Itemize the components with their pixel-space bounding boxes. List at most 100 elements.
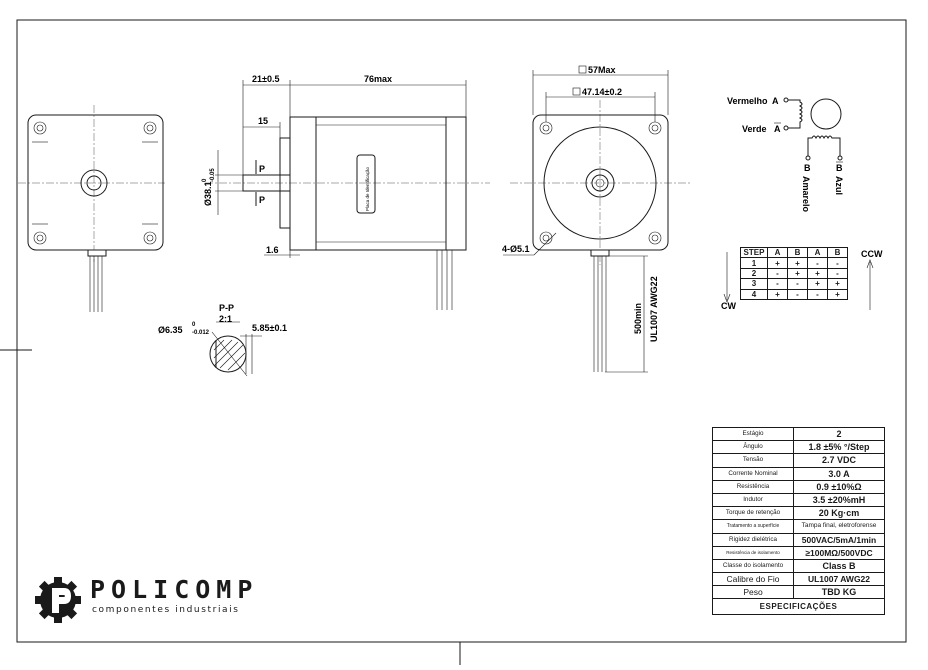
spec-value: 3.0 A [793, 466, 885, 481]
front-view [503, 70, 690, 373]
wire-a-bar: A [774, 124, 781, 134]
spec-value: ≥100MΩ/500VDC [793, 545, 885, 560]
spec-key: Rigidez dielétrica [712, 532, 794, 547]
step-header-cell: A [807, 246, 828, 259]
spec-value: 20 Kg·cm [793, 506, 885, 521]
step-table-header: STEP A B A B [740, 246, 848, 259]
step-sequence-table: STEP A B A B 1 + + - - 2 - + + - 3 - - +… [740, 246, 848, 300]
step-cell: - [827, 267, 848, 280]
spec-key: Resistência [712, 479, 794, 494]
logo-tagline: componentes industriais [92, 605, 240, 615]
dim-section-flat: 5.85±0.1 [252, 323, 287, 333]
step-cell: 3 [740, 278, 768, 290]
spec-value: Class B [793, 558, 885, 574]
step-cell: + [767, 257, 788, 269]
step-header-cell: B [827, 246, 848, 259]
cw-label: CW [721, 301, 736, 311]
step-cell: + [787, 257, 808, 269]
spec-key: Calibre do Fio [712, 572, 794, 587]
direction-arrows [723, 252, 874, 310]
step-cell: + [787, 267, 808, 280]
ccw-label: CCW [861, 249, 883, 259]
wire-b: B [804, 163, 811, 173]
spec-key: Estágio [712, 426, 794, 442]
policomp-logo-icon [35, 577, 81, 623]
dim-shaft-tol-top: 0 [202, 178, 208, 182]
wire-b-bar: B [836, 163, 843, 173]
dim-shaft-diameter-group: Ø38.1 0 -0.05 [202, 168, 216, 206]
dim-section-tol-bottom: -0.012 [192, 330, 210, 336]
table-row: 1 + + - - [740, 257, 848, 269]
step-cell: - [767, 267, 788, 280]
dim-lead-spec: UL1007 AWG22 [649, 276, 659, 342]
wire-a: A [772, 96, 779, 106]
step-cell: - [807, 288, 828, 300]
spec-value: 2 [793, 426, 885, 442]
spec-value: TBD KG [793, 585, 885, 600]
wire-vermelho: Vermelho [727, 96, 768, 106]
spec-key: Ângulo [712, 440, 794, 455]
step-cell: 2 [740, 267, 768, 280]
step-cell: + [807, 267, 828, 280]
dim-shaft-flat: 15 [258, 116, 268, 126]
section-scale: 2:1 [219, 314, 232, 324]
spec-key: Tratamento a superfície [712, 519, 794, 534]
spec-value: 2.7 VDC [793, 453, 885, 468]
step-header-cell: A [767, 246, 788, 259]
body-label: Placa de Identificação [365, 166, 370, 211]
spec-key: Peso [712, 585, 794, 600]
section-mark-top: P [259, 164, 265, 174]
step-cell: 1 [740, 257, 768, 269]
spec-value: 1.8 ±5% °/Step [793, 440, 885, 455]
spec-key: Corrente Nominal [712, 466, 794, 481]
dim-shaft-diameter: Ø38.1 [203, 181, 213, 206]
wire-amarelo: Amarelo [801, 176, 811, 213]
step-cell: + [767, 288, 788, 300]
dim-section-tol-top: 0 [192, 322, 196, 328]
side-view [205, 80, 490, 310]
spec-value: Tampa final, eletroforense [793, 519, 885, 534]
table-row: 2 - + + - [740, 267, 848, 280]
dim-body-length: 76max [364, 74, 392, 84]
dim-front-length: 21±0.5 [252, 74, 279, 84]
step-cell: - [767, 278, 788, 290]
logo-name: POLICOMP [90, 575, 259, 604]
spec-value: 3.5 ±20%mH [793, 492, 885, 508]
step-cell: 4 [740, 288, 768, 300]
dim-section-diameter: Ø6.35 [158, 325, 183, 335]
table-row: ESPECIFICAÇÕES [712, 598, 885, 616]
table-row: Resistência de isolamento≥100MΩ/500VDC [712, 545, 885, 560]
section-title: P-P [219, 303, 234, 313]
table-row: 4 + - - + [740, 288, 848, 300]
section-mark-bottom: P [259, 195, 265, 205]
step-header-cell: STEP [740, 246, 768, 259]
spec-value: 500VAC/5mA/1min [793, 532, 885, 547]
dim-square-inner: 47.14±0.2 [582, 87, 622, 97]
wiring-diagram [783, 97, 843, 161]
wire-verde: Verde [742, 124, 767, 134]
spec-key: Classe do isolamento [712, 558, 794, 574]
table-row: 3 - - + + [740, 278, 848, 290]
step-cell: + [827, 288, 848, 300]
spec-value: 0.9 ±10%Ω [793, 479, 885, 494]
spec-caption: ESPECIFICAÇÕES [712, 598, 885, 616]
dim-lead-length: 500min [633, 303, 643, 334]
dim-shaft-tol-bottom: -0.05 [210, 168, 216, 182]
dim-square-outer: 57Max [588, 65, 616, 75]
dim-flange: 1.6 [266, 245, 279, 255]
